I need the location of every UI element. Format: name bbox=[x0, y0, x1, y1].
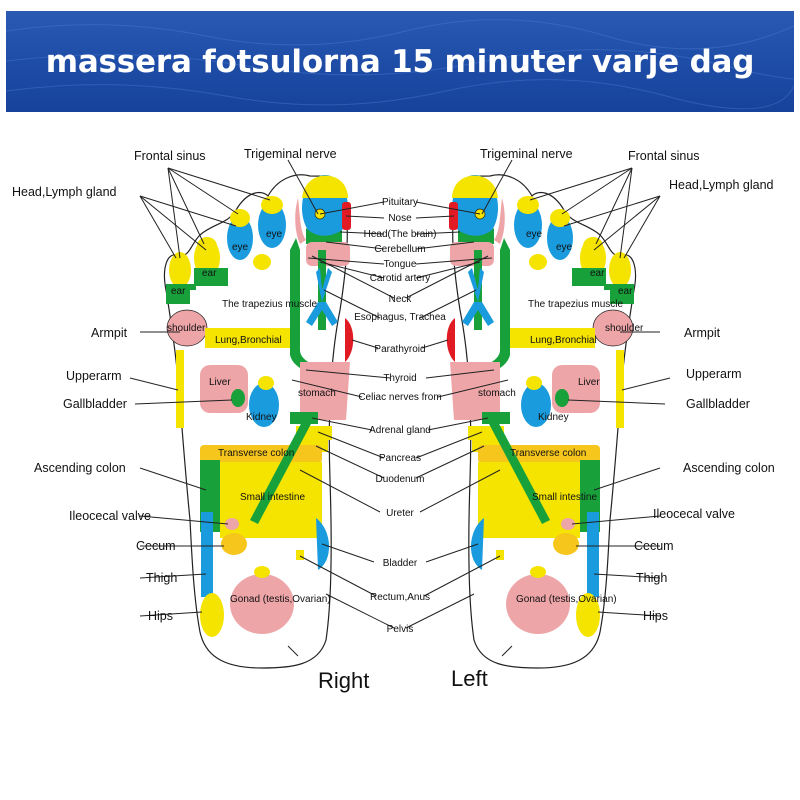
right-inner-ear-2: ear bbox=[202, 268, 217, 279]
left-foot-label: Left bbox=[451, 666, 488, 691]
right-inner-liver: Liver bbox=[209, 377, 231, 388]
left-label-thigh: Thigh bbox=[636, 571, 667, 585]
left-label-hips: Hips bbox=[643, 609, 668, 623]
left-inner-shoulder: shoulder bbox=[605, 323, 644, 334]
left-label-frontal-sinus: Frontal sinus bbox=[628, 149, 700, 163]
center-label-nose: Nose bbox=[388, 213, 412, 224]
left-inner-ear-2: ear bbox=[590, 268, 605, 279]
leader-lines bbox=[129, 159, 671, 657]
center-label-esophagus-trachea: Esophagus, Trachea bbox=[354, 312, 446, 323]
left-label-trigeminal-nerve: Trigeminal nerve bbox=[480, 147, 573, 161]
center-label-pituitary: Pituitary bbox=[382, 197, 418, 208]
right-label-frontal-sinus: Frontal sinus bbox=[134, 149, 206, 163]
right-inner-small-intestine: Small intestine bbox=[240, 492, 305, 503]
center-label-thyroid: Thyroid bbox=[383, 373, 416, 384]
right-label-gallbladder: Gallbladder bbox=[63, 397, 127, 411]
left-label-ileocecal-valve: Ileocecal valve bbox=[653, 507, 735, 521]
left-inner-transverse-colon: Transverse colon bbox=[510, 448, 586, 459]
right-foot-label: Right bbox=[318, 668, 369, 693]
center-label-pelvis: Pelvis bbox=[387, 624, 414, 635]
right-label-thigh: Thigh bbox=[146, 571, 177, 585]
left-inner-kidney: Kidney bbox=[538, 412, 569, 423]
left-label-upperarm: Upperarm bbox=[686, 367, 742, 381]
left-label-head-lymph-gland: Head,Lymph gland bbox=[669, 178, 774, 192]
left-label-gallbladder: Gallbladder bbox=[686, 397, 750, 411]
center-labels: Pituitary Nose Head(The brain) Cerebellu… bbox=[354, 197, 446, 635]
left-inner-ear-1: ear bbox=[618, 286, 633, 297]
center-label-duodenum: Duodenum bbox=[376, 474, 425, 485]
left-inner-lung: Lung,Bronchial bbox=[530, 335, 597, 346]
center-label-neck: Neck bbox=[389, 294, 413, 305]
center-label-bladder: Bladder bbox=[383, 558, 418, 569]
left-inner-gonad: Gonad (testis,Ovarian) bbox=[516, 594, 617, 605]
center-label-ureter: Ureter bbox=[386, 508, 414, 519]
banner-pattern bbox=[6, 19, 794, 110]
left-inner-eye-2: eye bbox=[526, 229, 543, 240]
right-inner-stomach: stomach bbox=[298, 388, 336, 399]
banner-title: massera fotsulorna 15 minuter varje dag bbox=[45, 43, 755, 80]
center-label-celiac-nerves: Celiac nerves from bbox=[358, 392, 441, 403]
left-inner-trapezius: The trapezius muscle bbox=[528, 299, 623, 310]
right-inner-ear-1: ear bbox=[171, 286, 186, 297]
right-inner-kidney: Kidney bbox=[246, 412, 277, 423]
left-inner-eye-1: eye bbox=[556, 242, 573, 253]
right-inner-shoulder: shoulder bbox=[167, 323, 206, 334]
center-label-adrenal-gland: Adrenal gland bbox=[369, 425, 431, 436]
right-label-hips: Hips bbox=[148, 609, 173, 623]
right-label-ileocecal-valve: Ileocecal valve bbox=[69, 509, 151, 523]
center-label-head-brain: Head(The brain) bbox=[364, 229, 437, 240]
right-label-head-lymph-gland: Head,Lymph gland bbox=[12, 185, 117, 199]
right-label-armpit: Armpit bbox=[91, 326, 128, 340]
center-label-cerebellum: Cerebellum bbox=[374, 244, 425, 255]
right-inner-eye-1: eye bbox=[232, 242, 249, 253]
right-label-cecum: Cecum bbox=[136, 539, 176, 553]
left-label-armpit: Armpit bbox=[684, 326, 721, 340]
right-label-ascending-colon: Ascending colon bbox=[34, 461, 126, 475]
right-inner-trapezius: The trapezius muscle bbox=[222, 299, 317, 310]
center-label-carotid-artery: Carotid artery bbox=[370, 273, 431, 284]
right-label-trigeminal-nerve: Trigeminal nerve bbox=[244, 147, 337, 161]
left-label-cecum: Cecum bbox=[634, 539, 674, 553]
center-label-parathyroid: Parathyroid bbox=[374, 344, 425, 355]
center-label-tongue: Tongue bbox=[384, 259, 417, 270]
right-inner-transverse-colon: Transverse colon bbox=[218, 448, 294, 459]
center-label-rectum-anus: Rectum,Anus bbox=[370, 592, 430, 603]
right-inner-lung: Lung,Bronchial bbox=[215, 335, 282, 346]
left-label-ascending-colon: Ascending colon bbox=[683, 461, 775, 475]
center-label-pancreas: Pancreas bbox=[379, 453, 421, 464]
left-inner-liver: Liver bbox=[578, 377, 600, 388]
left-inner-stomach: stomach bbox=[478, 388, 516, 399]
right-inner-gonad: Gonad (testis,Ovarian) bbox=[230, 594, 331, 605]
right-label-upperarm: Upperarm bbox=[66, 369, 122, 383]
title-banner: massera fotsulorna 15 minuter varje dag bbox=[6, 11, 794, 112]
left-inner-small-intestine: Small intestine bbox=[532, 492, 597, 503]
right-inner-eye-2: eye bbox=[266, 229, 283, 240]
